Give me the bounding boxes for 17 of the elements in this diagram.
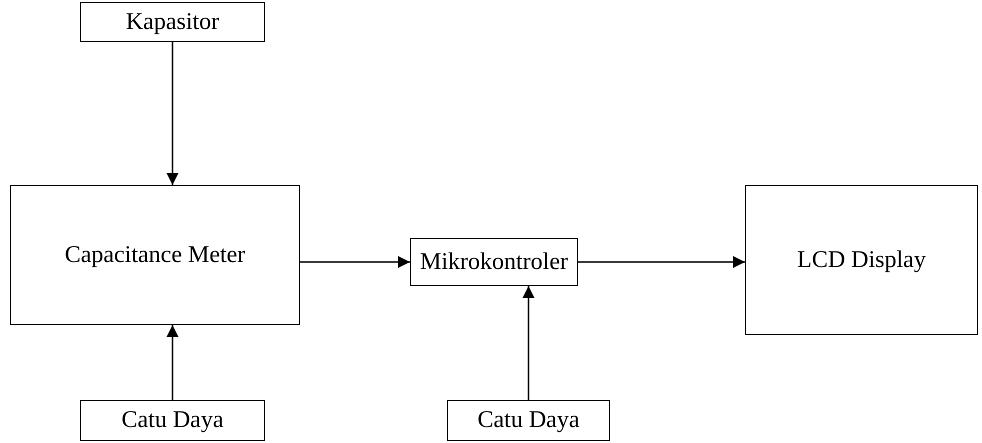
- block-label: Kapasitor: [126, 8, 220, 36]
- arrow: [578, 256, 745, 268]
- block-label: Catu Daya: [122, 407, 224, 434]
- block-box: [10, 185, 300, 325]
- block-box: [745, 185, 978, 335]
- block-box: [80, 400, 265, 441]
- block-box: [410, 238, 578, 286]
- arrow: [522, 286, 534, 400]
- block-label: LCD Display: [797, 246, 926, 274]
- block-box: [447, 400, 610, 441]
- block-label: Catu Daya: [478, 407, 580, 434]
- block-label: Capacitance Meter: [64, 242, 246, 268]
- block-box: [80, 2, 265, 42]
- arrow: [300, 256, 410, 268]
- arrow: [166, 325, 178, 400]
- block-label: Mikrokontroler: [420, 248, 568, 276]
- arrow: [166, 42, 178, 185]
